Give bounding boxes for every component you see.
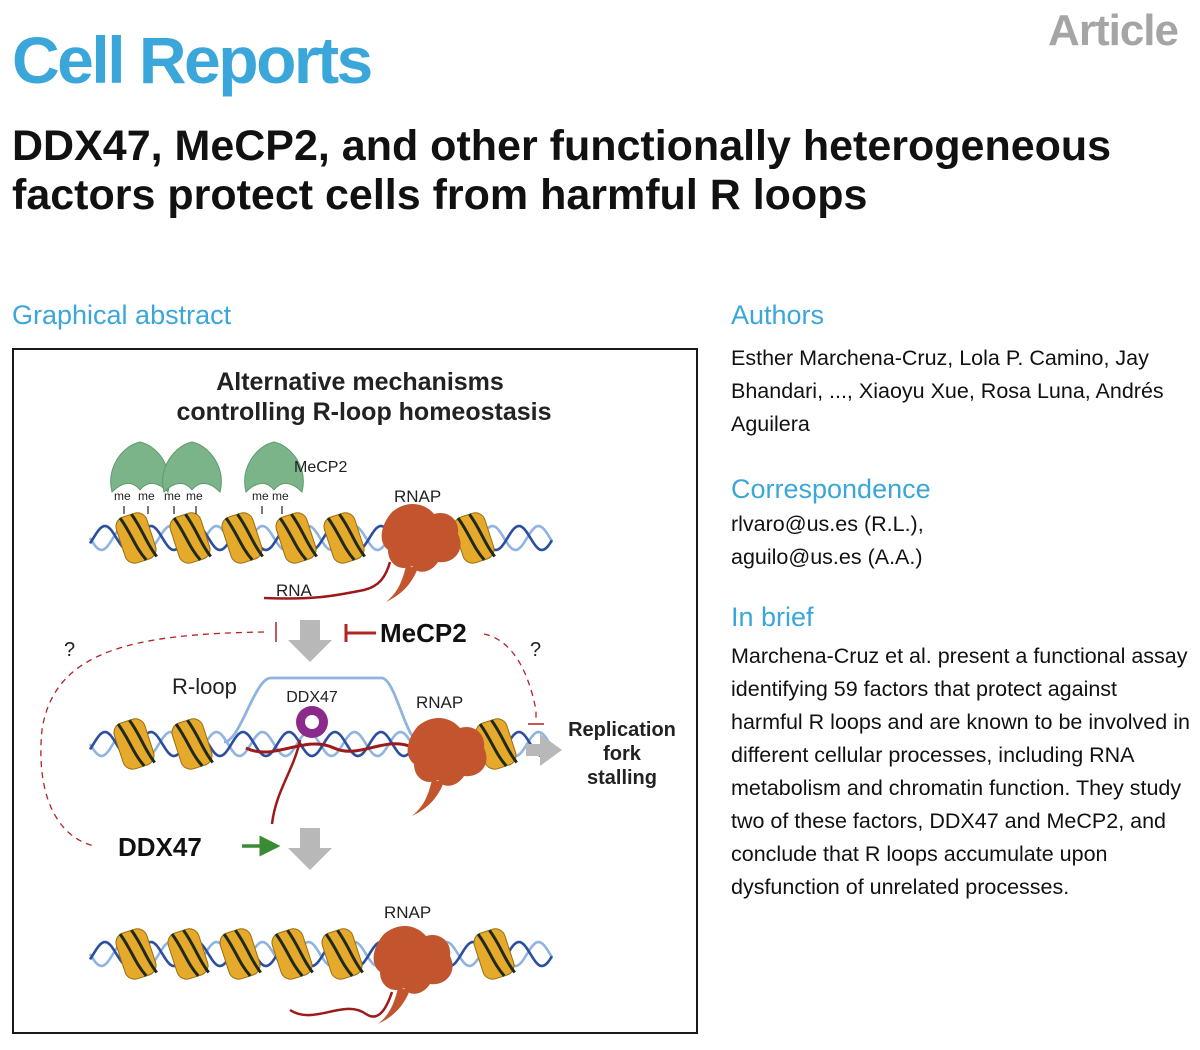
question-mark-right: ?	[530, 639, 541, 661]
replication-label-2: fork	[603, 743, 642, 765]
replication-label-3: stalling	[587, 767, 657, 789]
nucleosomes-top	[115, 512, 496, 564]
authors-heading: Authors	[731, 300, 825, 330]
replication-arrow	[526, 734, 562, 766]
methyl-marks: me me me me me me	[114, 489, 289, 514]
rnap-label-middle: RNAP	[416, 693, 463, 712]
nucleosome	[473, 928, 516, 980]
dashed-feedback-left	[40, 631, 265, 847]
rloop-displaced-strand	[223, 676, 421, 744]
ddx47-helicase	[296, 706, 328, 738]
me-mark: me	[186, 489, 203, 503]
rloop-label: R-loop	[172, 674, 237, 699]
me-mark: me	[138, 489, 155, 503]
journal-logo: Cell Reports	[12, 23, 373, 97]
nucleosome	[169, 512, 212, 564]
ddx47-small-label: DDX47	[286, 689, 338, 706]
mecp2-inhibition-bar	[344, 624, 376, 642]
rloop-rna-hybrid	[245, 742, 415, 754]
replication-label-1: Replication	[568, 719, 676, 741]
mecp2-big-label: MeCP2	[380, 618, 467, 648]
rna-tail-middle	[270, 739, 302, 825]
nucleosome	[275, 512, 318, 564]
article-type-label: Article	[1048, 6, 1179, 55]
rnap-enzyme-top	[381, 503, 461, 602]
nucleosome	[167, 928, 210, 980]
correspondence-emails: rlvaro@us.es (R.L.), aguilo@us.es (A.A.)	[731, 508, 1191, 574]
me-mark: me	[164, 489, 181, 503]
article-title: DDX47, MeCP2, and other functionally het…	[12, 122, 1112, 219]
me-mark: me	[114, 489, 131, 503]
nucleosomes-bottom	[115, 928, 516, 980]
rna-label: RNA	[276, 581, 313, 600]
ddx47-big-label: DDX47	[118, 832, 202, 862]
graphical-abstract-svg: Alternative mechanisms controlling R-loo…	[40, 368, 676, 1024]
nucleosome	[321, 928, 364, 980]
rnap-label-top: RNAP	[394, 487, 441, 506]
nucleosome	[323, 512, 366, 564]
me-mark: me	[272, 489, 289, 503]
mecp2-protein-2	[162, 441, 222, 493]
correspondence-email-2[interactable]: aguilo@us.es (A.A.)	[731, 545, 923, 569]
mecp2-protein-1	[110, 441, 170, 493]
nucleosome	[113, 718, 156, 770]
me-mark: me	[252, 489, 269, 503]
correspondence-heading: Correspondence	[731, 474, 931, 504]
transition-arrow-2	[288, 828, 332, 870]
question-mark-left: ?	[64, 639, 75, 661]
nucleosome	[171, 718, 214, 770]
nucleosome	[115, 928, 158, 980]
graphical-abstract-figure: Alternative mechanisms controlling R-loo…	[12, 348, 698, 1034]
graphical-abstract-heading: Graphical abstract	[12, 300, 232, 330]
figure-title-line2: controlling R-loop homeostasis	[176, 398, 551, 426]
authors-list: Esther Marchena-Cruz, Lola P. Camino, Ja…	[731, 346, 1164, 436]
nucleosome	[115, 512, 158, 564]
nucleosome	[271, 928, 314, 980]
mecp2-protein-3	[244, 441, 304, 493]
nucleosome	[219, 928, 262, 980]
figure-title-line1: Alternative mechanisms	[216, 368, 504, 396]
rna-transcript-top	[263, 561, 392, 600]
transition-arrow-1	[288, 620, 332, 662]
correspondence-email-1[interactable]: rlvaro@us.es (R.L.),	[731, 512, 924, 536]
mecp2-small-label: MeCP2	[294, 459, 347, 476]
rnap-label-bottom: RNAP	[384, 903, 431, 922]
rnap-enzyme-middle	[407, 717, 487, 816]
in-brief-heading: In brief	[731, 602, 814, 632]
in-brief-text: Marchena-Cruz et al. present a functiona…	[731, 644, 1190, 899]
dashed-feedback-right	[483, 633, 537, 722]
nucleosome	[221, 512, 264, 564]
rnap-enzyme-bottom	[373, 925, 453, 1024]
rna-transcript-bottom	[289, 991, 394, 1018]
